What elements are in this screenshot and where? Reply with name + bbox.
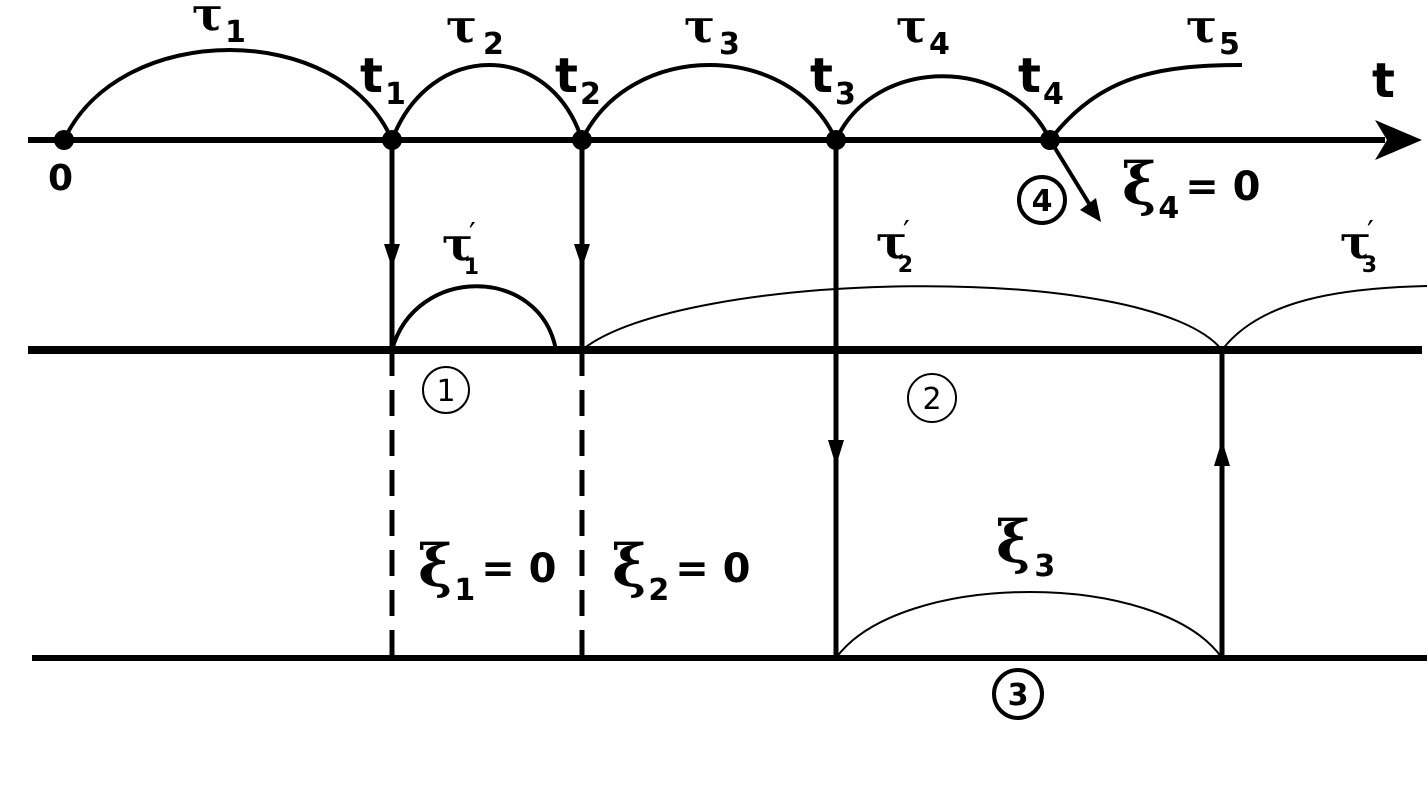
arc-tau-5 [1048,63,1243,142]
exit-arrow-t4 [1048,138,1095,212]
arrow-exit-t4 [1080,198,1101,222]
event-label-t2: t2 [555,48,601,112]
arc-tau-4 [834,74,1052,141]
time-axis [28,120,1422,160]
arrow-up-level-3 [1214,440,1230,466]
interval-label-tau-1: τ1 [192,0,246,50]
event-labels: t1 t2 t3 t4 [360,48,1064,112]
svg-text:3: 3 [1008,678,1029,713]
arc-tau-2 [390,63,584,141]
svg-text:2: 2 [922,382,941,417]
marker-3: 3 [992,668,1044,720]
service-interval-labels: τ′1 τ′2 τ′3 [442,215,1377,280]
arrow-down-t2 [574,244,590,268]
origin-label: 0 [48,158,73,199]
service-label-tau-prime-1: τ′1 [442,217,479,280]
svg-text:4: 4 [1032,184,1053,219]
arrowheads [384,198,1230,466]
arc-tau-prime-1 [390,284,558,351]
axis-arrowhead [1375,120,1422,160]
circled-markers: 1 2 3 4 [422,175,1067,720]
marker-1: 1 [422,366,470,414]
service-label-tau-prime-3: τ′3 [1340,215,1377,278]
marker-4: 4 [1017,175,1067,225]
arc-tau-prime-3 [1221,285,1427,351]
service-arcs [390,284,1427,659]
service-label-tau-prime-2: τ′2 [876,215,913,278]
interval-label-tau-4: τ4 [896,0,950,62]
arc-tau-prime-2 [581,285,1223,351]
arrow-down-t1 [384,244,400,268]
xi-label-1: ξ1= 0 [418,532,557,608]
axis-t-label: t [1372,53,1395,109]
xi-label-2: ξ2= 0 [612,532,751,608]
arc-tau-1 [62,48,394,141]
event-label-t4: t4 [1018,48,1064,112]
svg-text:1: 1 [436,374,455,409]
interval-label-tau-5: τ5 [1186,0,1240,62]
event-label-t3: t3 [810,48,856,112]
arc-xi-3 [835,591,1223,659]
arrow-down-t3 [828,440,844,466]
xi-label-4: ξ4= 0 [1122,150,1261,226]
arc-tau-3 [580,63,838,141]
interval-arcs [62,48,1243,142]
event-label-t1: t1 [360,48,406,112]
marker-2: 2 [907,373,957,423]
